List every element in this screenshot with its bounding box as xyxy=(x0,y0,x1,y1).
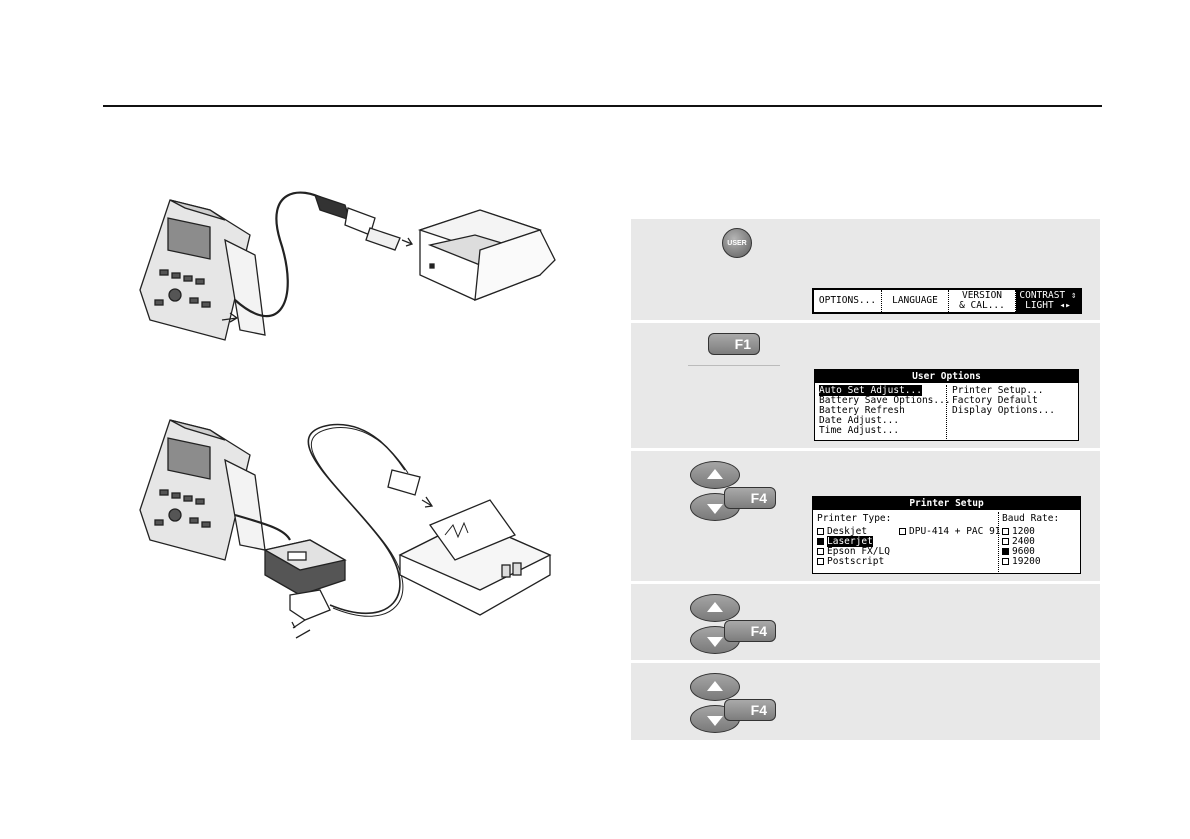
column-divider xyxy=(946,385,947,439)
option-display-options[interactable]: Display Options... xyxy=(952,405,1055,416)
step-divider xyxy=(631,581,1100,584)
printer-setup-panel: Printer Setup Printer Type: Deskjet Lase… xyxy=(812,496,1081,574)
up-arrow-icon xyxy=(707,602,723,612)
f4-key[interactable]: F4 xyxy=(724,487,776,509)
baud-option-2400[interactable]: 2400 xyxy=(1002,537,1059,547)
baud-rate-label: Baud Rate: xyxy=(1002,513,1060,524)
menu-item-contrast-light[interactable]: CONTRAST ⇕LIGHT ◂▸ xyxy=(1016,290,1080,312)
step-4: F4 xyxy=(631,584,1100,660)
softkey-menu-bar: OPTIONS... LANGUAGE VERSION& CAL... CONT… xyxy=(812,288,1082,314)
printer-type-label: Printer Type: xyxy=(817,513,892,524)
user-key[interactable]: USER xyxy=(722,228,752,258)
illustration-serial-printer-connection xyxy=(139,191,556,341)
step-divider xyxy=(631,320,1100,323)
step-1: USER OPTIONS... LANGUAGE VERSION& CAL...… xyxy=(631,219,1100,320)
user-options-right-column: Printer Setup... Factory Default Display… xyxy=(952,386,1055,416)
radio-box xyxy=(899,528,906,535)
f4-key[interactable]: F4 xyxy=(724,620,776,642)
step-5: F4 xyxy=(631,663,1100,740)
radio-box xyxy=(1002,538,1009,545)
down-arrow-icon xyxy=(707,504,723,514)
baud-rate-column: Baud Rate: 1200 2400 9600 19200 xyxy=(1002,514,1059,567)
option-battery-refresh[interactable]: Battery Refresh xyxy=(819,405,905,416)
radio-box xyxy=(817,538,824,545)
printer-option-dpu414[interactable]: DPU-414 + PAC 91 xyxy=(899,527,1001,537)
illustration-thermal-printer-connection xyxy=(139,419,552,639)
extra-printer-column: DPU-414 + PAC 91 xyxy=(899,527,1001,537)
printer-option-postscript[interactable]: Postscript xyxy=(817,557,891,567)
key-underline xyxy=(688,365,780,366)
f1-key[interactable]: F1 xyxy=(708,333,760,355)
radio-box xyxy=(817,548,824,555)
user-key-label: USER xyxy=(727,239,747,247)
printer-option-epson[interactable]: Epson FX/LQ xyxy=(817,547,891,557)
radio-box xyxy=(1002,528,1009,535)
printer-option-deskjet[interactable]: Deskjet xyxy=(817,527,891,537)
option-factory-default[interactable]: Factory Default xyxy=(952,395,1038,406)
header-rule xyxy=(103,105,1102,107)
up-arrow-key[interactable] xyxy=(690,461,740,489)
up-arrow-icon xyxy=(707,469,723,479)
down-arrow-icon xyxy=(707,716,723,726)
radio-box xyxy=(1002,548,1009,555)
baud-option-1200[interactable]: 1200 xyxy=(1002,527,1059,537)
step-3: F4 Printer Setup Printer Type: Deskjet L… xyxy=(631,451,1100,581)
menu-item-language[interactable]: LANGUAGE xyxy=(882,290,949,312)
up-arrow-icon xyxy=(707,681,723,691)
panel-title: Printer Setup xyxy=(813,497,1080,510)
radio-box xyxy=(817,558,824,565)
option-battery-save[interactable]: Battery Save Options... xyxy=(819,395,951,406)
baud-option-19200[interactable]: 19200 xyxy=(1002,557,1059,567)
option-date-adjust[interactable]: Date Adjust... xyxy=(819,415,900,426)
menu-item-options[interactable]: OPTIONS... xyxy=(814,290,882,312)
up-arrow-key[interactable] xyxy=(690,673,740,701)
printer-type-column: Printer Type: Deskjet Laserjet Epson FX/… xyxy=(817,514,891,567)
step-divider xyxy=(631,660,1100,663)
user-options-panel: User Options Auto Set Adjust... Battery … xyxy=(814,369,1079,441)
baud-option-9600[interactable]: 9600 xyxy=(1002,547,1059,557)
f4-key[interactable]: F4 xyxy=(724,699,776,721)
radio-box xyxy=(1002,558,1009,565)
down-arrow-icon xyxy=(707,637,723,647)
menu-item-version-cal[interactable]: VERSION& CAL... xyxy=(949,290,1016,312)
up-arrow-key[interactable] xyxy=(690,594,740,622)
user-options-left-column: Auto Set Adjust... Battery Save Options.… xyxy=(819,385,951,436)
column-divider xyxy=(998,512,999,572)
option-printer-setup[interactable]: Printer Setup... xyxy=(952,385,1044,396)
step-divider xyxy=(631,448,1100,451)
panel-title: User Options xyxy=(815,370,1078,383)
option-auto-set-adjust[interactable]: Auto Set Adjust... xyxy=(819,385,922,396)
radio-box xyxy=(817,528,824,535)
step-2: F1 User Options Auto Set Adjust... Batte… xyxy=(631,323,1100,448)
option-time-adjust[interactable]: Time Adjust... xyxy=(819,425,900,436)
printer-option-laserjet[interactable]: Laserjet xyxy=(817,536,891,547)
